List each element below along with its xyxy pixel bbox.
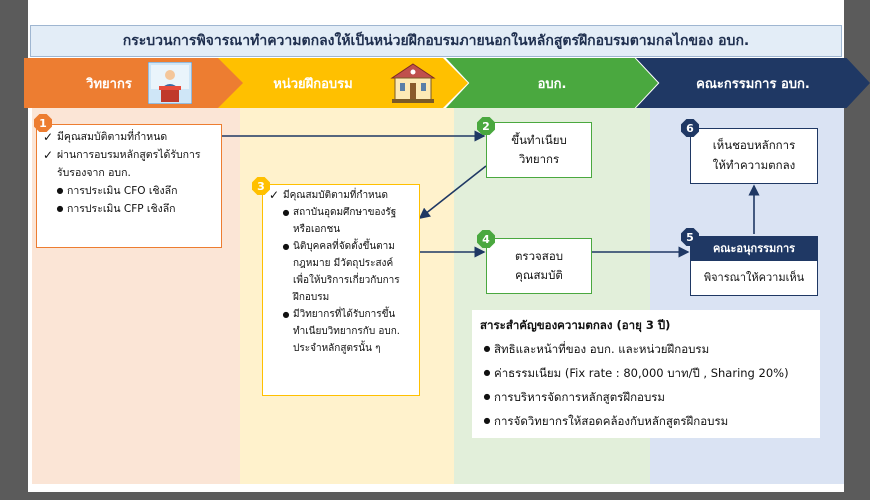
training-building-icon (390, 63, 436, 103)
step2-line1: ขึ้นทำเนียบ (511, 133, 567, 147)
step6-committee-approval: เห็นชอบหลักการ ให้ทำความตกลง (690, 128, 818, 184)
bullet-icon: ● (483, 416, 491, 425)
step6-line1: เห็นชอบหลักการ (712, 138, 796, 152)
step3-b3a: มีวิทยากรที่ได้รับการขึ้น (293, 309, 396, 320)
header-training-unit-label: หน่วยฝึกอบรม (273, 76, 353, 92)
header-committee-label: คณะกรรมการ อบก. (696, 76, 810, 92)
step4-check-qualifications: ตรวจสอบ คุณสมบัติ (486, 238, 592, 294)
arrow-2-to-3 (418, 165, 487, 219)
step4-line2: คุณสมบัติ (515, 268, 563, 282)
bullet-icon: ● (483, 368, 491, 377)
essence-item-1: สิทธิและหน้าที่ของ อบก. และหน่วยฝึกอบรม (494, 342, 710, 356)
check-icon: ✓ (43, 148, 54, 162)
step3-b1a: สถาบันอุดมศึกษาของรัฐ (293, 207, 397, 218)
step3-b2d: ฝึกอบรม (293, 292, 330, 303)
step3-check: มีคุณสมบัติตามที่กำหนด (283, 190, 388, 201)
step3-number-badge: 3 (252, 177, 270, 195)
step3-b2b: กฎหมาย มีวัตถุประสงค์ (293, 258, 394, 269)
bullet-icon: ● (282, 242, 290, 251)
step1-lecturer-qualifications: ✓มีคุณสมบัติตามที่กำหนด ✓ผ่านการอบรมหลัก… (36, 124, 222, 248)
check-icon: ✓ (269, 188, 280, 202)
bullet-icon: ● (56, 186, 64, 195)
check-icon: ✓ (43, 130, 54, 144)
step1-check2a: ผ่านการอบรมหลักสูตรได้รับการ (57, 149, 201, 161)
step6-line2: ให้ทำความตกลง (712, 158, 796, 172)
step2-register-lecturer: ขึ้นทำเนียบ วิทยากร (486, 122, 592, 178)
step3-b1b: หรือเอกชน (293, 224, 341, 235)
header-tgo: อบก. (446, 58, 658, 108)
header-committee: คณะกรรมการ อบก. (636, 58, 870, 108)
step3-b3b: ทำเนียบวิทยากรกับ อบก. (293, 326, 400, 337)
step4-line1: ตรวจสอบ (514, 249, 564, 263)
step2-number-badge: 2 (477, 117, 495, 135)
step3-b3c: ประจำหลักสูตรนั้น ๆ (293, 343, 381, 354)
step5-number-badge: 5 (681, 228, 699, 246)
step5-subcommittee: คณะอนุกรรมการ พิจารณาให้ความเห็น (690, 236, 818, 296)
bullet-icon: ● (282, 310, 290, 319)
step1-number-badge: 1 (34, 114, 52, 132)
step2-line2: วิทยากร (518, 152, 560, 166)
header-lecturer-label: วิทยากร (86, 76, 132, 92)
bullet-icon: ● (56, 204, 64, 213)
bullet-icon: ● (282, 208, 290, 217)
agreement-essence-box: สาระสำคัญของความตกลง (อายุ 3 ปี) ●สิทธิแ… (472, 310, 820, 438)
bullet-icon: ● (483, 344, 491, 353)
step3-training-unit-qualifications: ✓มีคุณสมบัติตามที่กำหนด ●สถาบันอุดมศึกษา… (262, 184, 420, 396)
step1-check1: มีคุณสมบัติตามที่กำหนด (57, 131, 168, 143)
speaker-podium-icon (148, 62, 192, 104)
step5-body: พิจารณาให้ความเห็น (703, 271, 805, 284)
step3-b2c: เพื่อให้บริการเกี่ยวกับการ (293, 275, 400, 286)
essence-item-4: การจัดวิทยากรให้สอดคล้องกับหลักสูตรฝึกอบ… (494, 414, 729, 428)
essence-item-2: ค่าธรรมเนียม (Fix rate : 80,000 บาท/ปี ,… (494, 366, 789, 380)
step4-number-badge: 4 (477, 230, 495, 248)
header-lecturer: วิทยากร (24, 58, 244, 108)
step5-header: คณะอนุกรรมการ (691, 237, 817, 261)
header-tgo-label: อบก. (537, 76, 567, 92)
step3-b2a: นิติบุคคลที่จัดตั้งขึ้นตาม (293, 241, 395, 252)
step1-bullet1: การประเมิน CFO เชิงลึก (67, 185, 178, 197)
essence-title: สาระสำคัญของความตกลง (อายุ 3 ปี) (480, 318, 671, 332)
step1-bullet2: การประเมิน CFP เชิงลึก (67, 203, 176, 215)
essence-item-3: การบริหารจัดการหลักสูตรฝึกอบรม (494, 390, 666, 404)
step6-number-badge: 6 (681, 119, 699, 137)
diagram-title: กระบวนการพิจารณาทำความตกลงให้เป็นหน่วยฝึ… (30, 25, 842, 57)
step1-check2b: รับรองจาก อบก. (57, 167, 131, 179)
bullet-icon: ● (483, 392, 491, 401)
